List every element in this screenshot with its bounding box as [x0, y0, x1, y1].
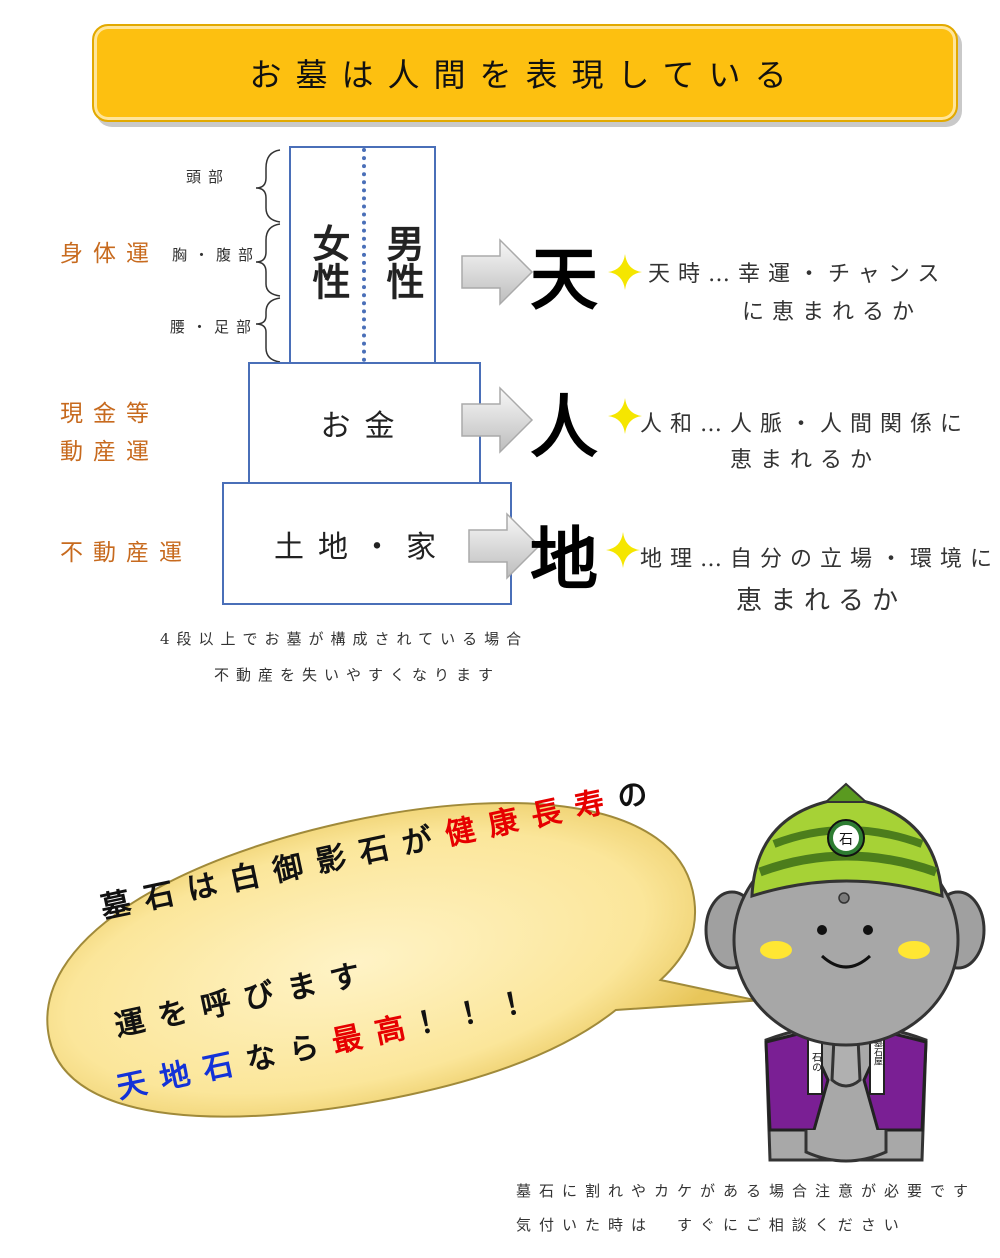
- brace-chest-icon: [255, 223, 281, 297]
- sparkle-icon: [608, 254, 642, 290]
- luck-heaven-2: に恵まれるか: [742, 300, 923, 325]
- footer-line-1: 墓石に割れやカケがある場合注意が必要です: [516, 1182, 977, 1200]
- label-man: 男性: [380, 224, 424, 300]
- bottom-stone: 土地・家: [222, 482, 512, 605]
- fortune-money-2: 動産運: [60, 439, 159, 465]
- page-title: お墓は人間を表現している: [249, 56, 801, 94]
- top-stone: 女性 男性: [289, 146, 436, 364]
- label-chest: 胸・腹部: [172, 246, 261, 264]
- label-land: 土地・家: [274, 529, 450, 565]
- label-money: お金: [320, 409, 409, 444]
- fortune-money-1: 現金等: [60, 401, 159, 427]
- brace-head-icon: [255, 149, 281, 223]
- title-banner: お墓は人間を表現している: [92, 24, 958, 122]
- brace-icons: [255, 149, 281, 363]
- robe-left-text: 石の: [810, 1052, 822, 1072]
- luck-human-1: 人和…人脈・人間関係に: [640, 412, 971, 437]
- luck-human-2: 恵まれるか: [730, 448, 881, 473]
- arrow-right-icon: [461, 386, 534, 454]
- speech-bubble: [46, 802, 758, 1118]
- label-waist: 腰・足部: [170, 318, 259, 336]
- arrow-right-icon: [461, 238, 534, 306]
- luck-heaven-1: 天時…幸運・チャンス: [648, 262, 948, 287]
- middle-stone: お金: [248, 362, 481, 484]
- footer-line-2: 気付いた時は すぐにご相談ください: [516, 1216, 907, 1234]
- luck-earth-2: 恵まれるか: [736, 586, 907, 616]
- label-head: 頭部: [186, 168, 231, 186]
- brace-waist-icon: [255, 297, 281, 363]
- warning-line-2: 不動産を失いやすくなります: [214, 666, 501, 684]
- sparkle-icon: [608, 398, 642, 434]
- fortune-body: 身体運: [60, 241, 159, 267]
- robe-right-text: 墓石屋: [872, 1037, 883, 1066]
- kanji-earth: 地: [530, 520, 599, 600]
- hat-badge-text: 石: [839, 832, 853, 848]
- jizo-mascot: 石の 墓石屋 石: [704, 782, 986, 1163]
- kanji-human: 人: [530, 388, 599, 468]
- sparkle-icon: [606, 532, 640, 568]
- luck-earth-1: 地理…自分の立場・環境に: [640, 547, 1000, 572]
- arrow-right-icon: [468, 512, 541, 580]
- fortune-realestate: 不動産運: [60, 540, 192, 566]
- kanji-heaven: 天: [530, 240, 599, 320]
- center-divider: [362, 148, 366, 362]
- warning-line-1: 4段以上でお墓が構成されている場合: [160, 630, 529, 648]
- label-woman: 女性: [306, 224, 350, 300]
